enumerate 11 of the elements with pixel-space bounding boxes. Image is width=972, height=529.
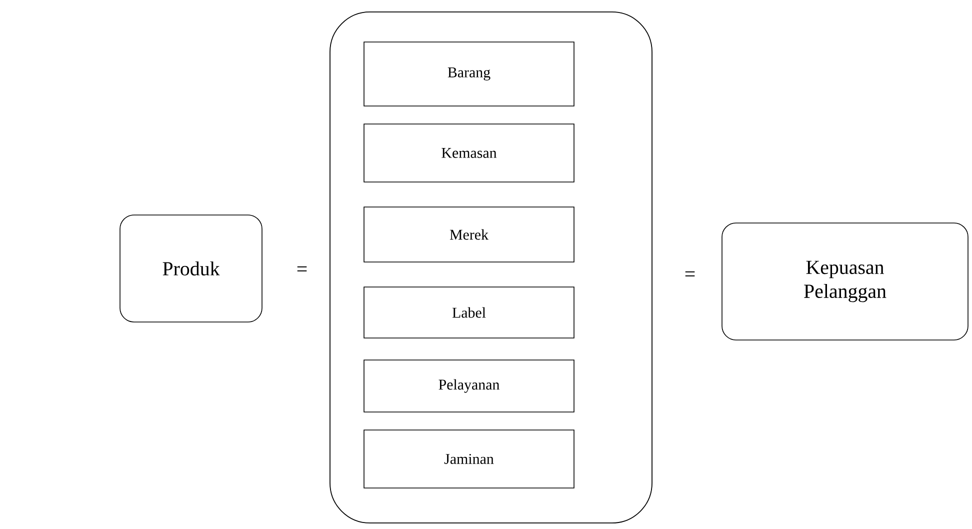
component-box: Kemasan: [364, 124, 574, 182]
component-box: Label: [364, 286, 574, 338]
component-box: Jaminan: [364, 430, 574, 488]
component-box: Merek: [364, 206, 574, 262]
equals-sign: =: [297, 266, 307, 272]
component-box: Pelayanan: [364, 360, 574, 412]
term-box: Produk: [120, 214, 262, 322]
group-frame: [330, 12, 652, 524]
equals-sign: =: [685, 271, 695, 276]
term-box: Kepuasan Pelanggan: [722, 222, 968, 340]
component-box: Barang: [364, 42, 574, 106]
